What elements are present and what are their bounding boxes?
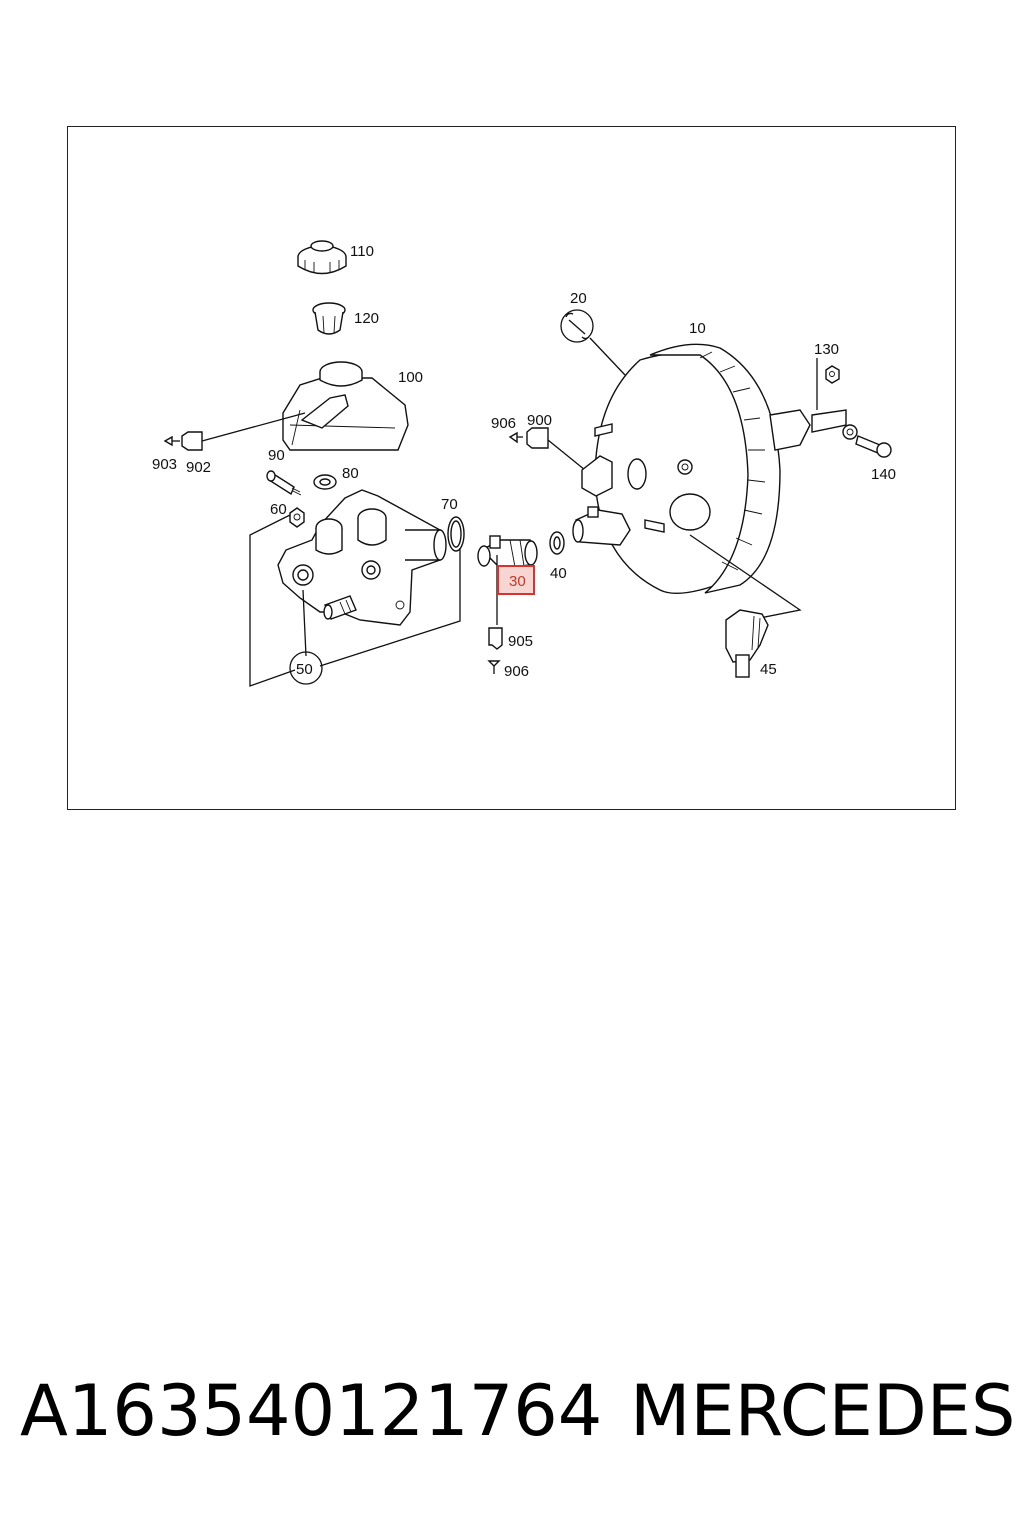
diagram-frame	[67, 126, 956, 810]
exploded-view-drawing: 110 120 100 903 902 90 80 60 70 50 906 9…	[152, 240, 896, 687]
screw-906-upper-part[interactable]	[508, 431, 523, 444]
sensor-30-part[interactable]	[477, 535, 538, 569]
callout-140: 140	[871, 466, 896, 483]
callout-70: 70	[441, 496, 458, 513]
callout-40: 40	[550, 565, 567, 582]
callout-10: 10	[689, 320, 706, 337]
highlight-box-30[interactable]	[497, 565, 535, 595]
screw-903-part[interactable]	[163, 435, 180, 447]
callout-903: 903	[152, 456, 177, 473]
pin-90-part[interactable]	[266, 470, 302, 496]
callout-906-lower: 906	[504, 663, 529, 680]
callout-120: 120	[354, 310, 379, 327]
screw-906-lower-part[interactable]	[487, 660, 501, 674]
nut-60-part[interactable]	[289, 507, 305, 528]
clip-905-part[interactable]	[488, 627, 503, 650]
callout-30: 30	[509, 573, 526, 590]
callout-900: 900	[527, 412, 552, 429]
callout-60: 60	[270, 501, 287, 518]
clip-902-part[interactable]	[181, 431, 203, 451]
part-number-text: A163540121764	[20, 1370, 603, 1452]
nut-130-part[interactable]	[825, 365, 840, 384]
pin-140-part[interactable]	[842, 424, 892, 458]
clip-900-part[interactable]	[526, 427, 549, 449]
callout-905: 905	[508, 633, 533, 650]
brand-text: MERCEDES	[630, 1370, 1016, 1452]
reservoir-cap-part[interactable]	[297, 240, 347, 275]
callout-45: 45	[760, 661, 777, 678]
callout-130: 130	[814, 341, 839, 358]
wrench-symbol-20	[560, 309, 594, 343]
parts-diagram: 110 120 100 903 902 90 80 60 70 50 906 9…	[67, 126, 956, 810]
brake-booster-part[interactable]	[572, 343, 847, 595]
callout-80: 80	[342, 465, 359, 482]
o-ring-70-part[interactable]	[447, 516, 465, 552]
callout-20: 20	[570, 290, 587, 307]
grommet-80-part[interactable]	[313, 474, 337, 490]
callout-110: 110	[350, 243, 374, 260]
callout-906-upper: 906	[491, 415, 516, 432]
part-caption: A163540121764 MERCEDES	[0, 1370, 1024, 1480]
strainer-part[interactable]	[312, 302, 346, 335]
callout-90: 90	[268, 447, 285, 464]
callout-100: 100	[398, 369, 423, 386]
sensor-45-part[interactable]	[725, 609, 769, 678]
master-cylinder-part[interactable]	[277, 489, 447, 626]
callout-50: 50	[296, 661, 313, 678]
fluid-reservoir-part[interactable]	[282, 361, 409, 451]
seal-40-part[interactable]	[549, 531, 565, 555]
callout-902: 902	[186, 459, 211, 476]
